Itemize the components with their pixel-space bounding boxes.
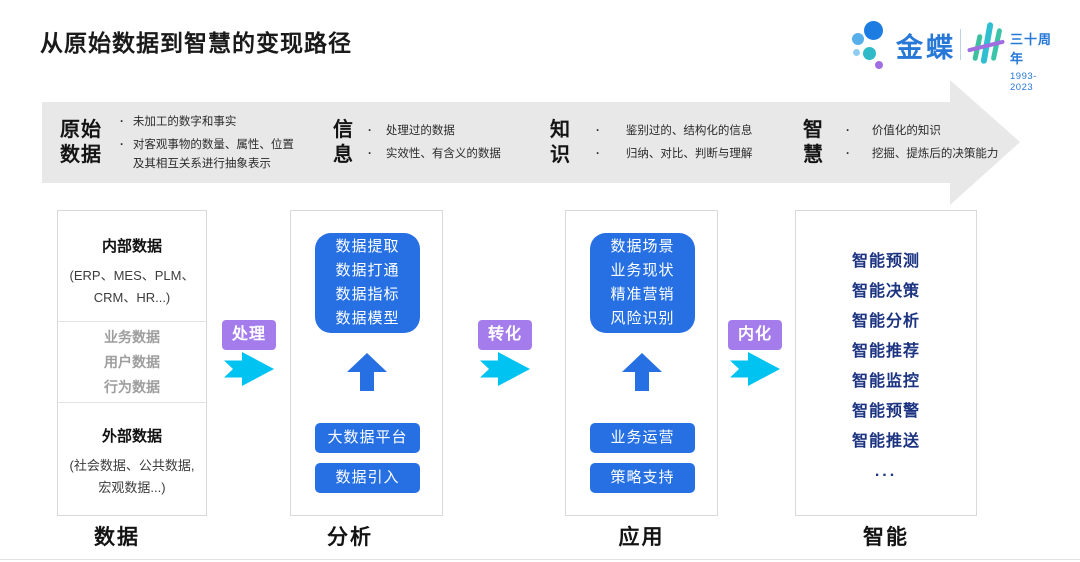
stage-title: 原始数据 [60, 119, 102, 166]
intelligence-item: 智能监控 [851, 373, 920, 390]
anniversary-years: 1993-2023 [1010, 71, 1037, 93]
banner-stage-knowledge: 知识 · 鉴别过的、结构化的信息 · 归纳、对比、判断与理解 [550, 104, 774, 182]
stage-points: · 处理过的数据 · 实效性、有含义的数据 [368, 122, 538, 164]
stage-point: · 未加工的数字和事实 [120, 113, 294, 132]
bullet-dot: · [120, 115, 124, 128]
analysis-outcome-line: 数据指标 [335, 286, 400, 303]
page-title: 从原始数据到智慧的变现路径 [40, 30, 352, 56]
stage-point-text: 归纳、对比、判断与理解 [625, 148, 753, 160]
stage-point: · 处理过的数据 [368, 122, 538, 141]
kingdee-butterfly-dots-icon [852, 18, 890, 70]
brand-name: 金蝶 [896, 33, 956, 63]
intelligence-item: 智能分析 [851, 313, 920, 330]
analysis-platform-tag: 大数据平台 [315, 423, 420, 453]
external-data-section: 外部数据 (社会数据、公共数据, 宏观数据...) [58, 403, 206, 499]
middle-data-item: 行为数据 [104, 379, 160, 395]
bullet-dot: · [596, 125, 600, 137]
stage-point-text: 处理过的数据 [385, 125, 455, 137]
analysis-import-tag: 数据引入 [315, 463, 420, 493]
banner-stage-information: 信息 · 处理过的数据 · 实效性、有含义的数据 [333, 104, 538, 182]
external-data-detail: (社会数据、公共数据, 宏观数据...) [69, 458, 195, 495]
anniversary-block: 三十周年 1993-2023 [1010, 29, 1057, 93]
stage-point-text: 对客观事物的数量、属性、位置及其相互关系进行抽象表示 [132, 138, 294, 170]
column-application: 数据场景 业务现状 精准营销 风险识别 业务运营 策略支持 [565, 210, 718, 516]
stage-point: · 价值化的知识 [846, 122, 1024, 141]
stage-title: 知识 [550, 119, 571, 166]
column-intelligence: 智能预测 智能决策 智能分析 智能推荐 智能监控 智能预警 智能推送 ... [795, 210, 977, 516]
application-strategy-tag: 策略支持 [590, 463, 695, 493]
column-data: 内部数据 (ERP、MES、PLM、CRM、HR...) 业务数据 用户数据 行… [57, 210, 207, 516]
flow-label-internalize: 内化 [728, 320, 782, 350]
middle-data-section: 业务数据 用户数据 行为数据 [58, 321, 206, 403]
stage-point-text: 价值化的知识 [871, 125, 941, 137]
middle-data-item: 用户数据 [104, 354, 160, 370]
bullet-dot: · [368, 148, 372, 160]
stage-point-text: 挖掘、提炼后的决策能力 [871, 148, 999, 160]
bullet-dot: · [846, 125, 850, 137]
intelligence-item: 智能决策 [851, 283, 920, 300]
intelligence-item-ellipsis: ... [874, 463, 898, 480]
stage-point: · 鉴别过的、结构化的信息 [596, 122, 774, 141]
stage-point: · 对客观事物的数量、属性、位置及其相互关系进行抽象表示 [120, 136, 294, 174]
banner-arrow-shape [42, 80, 1020, 205]
right-arrow-icon [224, 352, 274, 386]
application-outcome-line: 数据场景 [610, 238, 675, 255]
bullet-dot: · [120, 138, 124, 151]
application-outcome-line: 精准营销 [610, 286, 675, 303]
slide-bottom-border [0, 559, 1080, 560]
stage-point: · 挖掘、提炼后的决策能力 [846, 145, 1024, 164]
bullet-dot: · [846, 148, 850, 160]
intelligence-item: 智能预警 [851, 403, 920, 420]
stage-point: · 归纳、对比、判断与理解 [596, 145, 774, 164]
application-outcome-box: 数据场景 业务现状 精准营销 风险识别 [590, 233, 695, 333]
intelligence-item: 智能预测 [851, 253, 920, 270]
internal-data-section: 内部数据 (ERP、MES、PLM、CRM、HR...) [58, 211, 206, 321]
bottom-label-intelligence: 智能 [863, 526, 909, 549]
banner-stage-wisdom: 智慧 · 价值化的知识 · 挖掘、提炼后的决策能力 [803, 104, 1024, 182]
right-arrow-icon [480, 352, 530, 386]
thirty-years-mark-icon [967, 19, 1005, 69]
stage-point-text: 实效性、有含义的数据 [385, 148, 501, 160]
stage-points: · 未加工的数字和事实 · 对客观事物的数量、属性、位置及其相互关系进行抽象表示 [120, 113, 294, 174]
up-arrow-icon [346, 353, 387, 391]
stage-title: 智慧 [803, 119, 824, 166]
anniversary-text: 三十周年 [1010, 32, 1053, 66]
analysis-outcome-box: 数据提取 数据打通 数据指标 数据模型 [315, 233, 420, 333]
bottom-label-analysis: 分析 [327, 526, 373, 549]
application-outcome-line: 风险识别 [610, 310, 675, 327]
analysis-outcome-line: 数据打通 [335, 262, 400, 279]
stage-point: · 实效性、有含义的数据 [368, 145, 538, 164]
middle-data-item: 业务数据 [104, 329, 160, 345]
bullet-dot: · [368, 125, 372, 137]
analysis-outcome-line: 数据提取 [335, 238, 400, 255]
bullet-dot: · [596, 148, 600, 160]
banner-stage-raw-data: 原始数据 · 未加工的数字和事实 · 对客观事物的数量、属性、位置及其相互关系进… [60, 104, 294, 182]
logo-divider [960, 29, 961, 60]
intelligence-list: 智能预测 智能决策 智能分析 智能推荐 智能监控 智能预警 智能推送 ... [796, 211, 976, 487]
application-operation-tag: 业务运营 [590, 423, 695, 453]
external-data-title: 外部数据 [101, 428, 162, 445]
flow-label-transform: 转化 [478, 320, 532, 350]
column-analysis: 数据提取 数据打通 数据指标 数据模型 大数据平台 数据引入 [290, 210, 443, 516]
kingdee-logo: 金蝶 三十周年 1993-2023 [852, 18, 1057, 93]
stage-point-text: 未加工的数字和事实 [132, 115, 237, 128]
intelligence-item: 智能推荐 [851, 343, 920, 360]
stage-title: 信息 [333, 119, 354, 166]
bottom-label-application: 应用 [618, 526, 665, 549]
flow-label-process: 处理 [222, 320, 276, 350]
right-arrow-icon [730, 352, 780, 386]
bottom-label-data: 数据 [94, 526, 140, 549]
internal-data-detail: (ERP、MES、PLM、CRM、HR...) [69, 268, 195, 305]
up-arrow-icon [621, 353, 662, 391]
intelligence-item: 智能推送 [851, 433, 920, 450]
analysis-outcome-line: 数据模型 [335, 310, 400, 327]
stage-points: · 价值化的知识 · 挖掘、提炼后的决策能力 [846, 122, 1024, 164]
stage-points: · 鉴别过的、结构化的信息 · 归纳、对比、判断与理解 [596, 122, 774, 164]
application-outcome-line: 业务现状 [610, 262, 675, 279]
internal-data-title: 内部数据 [101, 238, 162, 255]
stage-point-text: 鉴别过的、结构化的信息 [625, 125, 753, 137]
